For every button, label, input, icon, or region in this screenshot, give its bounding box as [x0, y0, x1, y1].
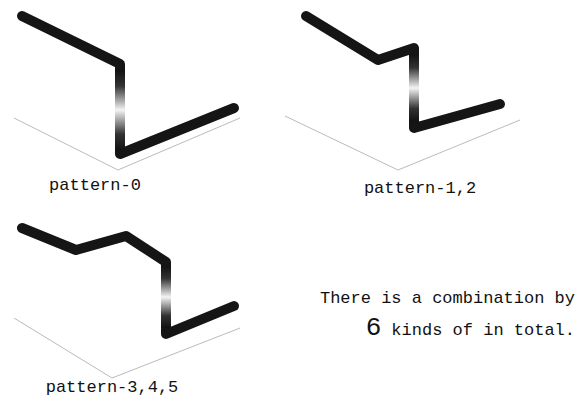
count-number: 6: [366, 315, 382, 341]
pipe-pattern-1-2: [306, 16, 500, 128]
pattern-label: pattern-0: [49, 177, 141, 194]
pattern-label: pattern-3,4,5: [46, 379, 179, 396]
note-text: There is a combination by: [320, 290, 575, 307]
pipe-riser: [161, 266, 171, 328]
pipe-riser: [409, 54, 419, 122]
pattern-label: pattern-1,2: [364, 180, 476, 197]
note-text: kinds of in total.: [391, 322, 575, 339]
pipe-pattern-0: [22, 16, 234, 154]
pipe-riser: [115, 70, 125, 150]
pipe-pattern-3-4-5: [22, 228, 234, 334]
